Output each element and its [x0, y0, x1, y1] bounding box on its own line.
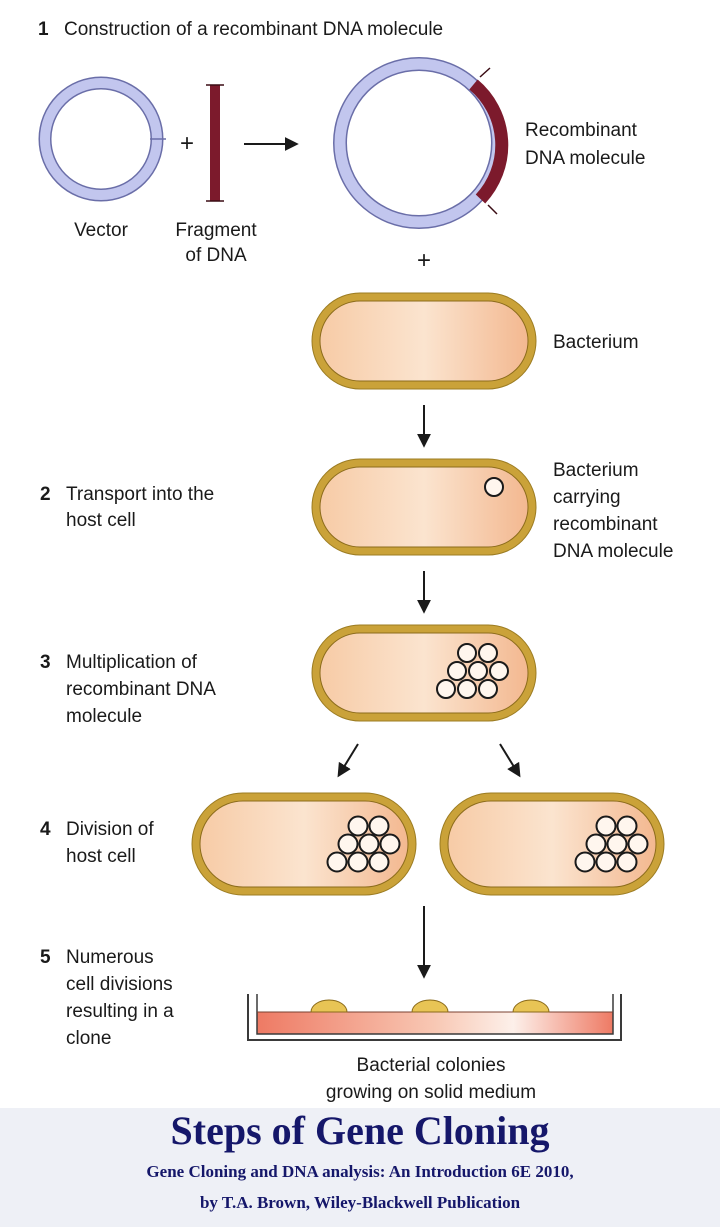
plus-sign-1: + — [180, 130, 194, 157]
recombinant-plasmid-copy — [447, 661, 467, 681]
colonies-label-2: growing on solid medium — [326, 1082, 536, 1103]
step-3-number: 3 — [40, 652, 51, 673]
daughter-cell-left — [191, 792, 417, 896]
vector-plasmid — [38, 76, 166, 202]
footer-reference-line-1: Gene Cloning and DNA analysis: An Introd… — [146, 1162, 573, 1181]
fragment-label-1: Fragment — [175, 220, 257, 241]
petri-dish — [247, 994, 622, 1041]
step-3-line-1: Multiplication of — [66, 652, 198, 673]
footer-reference-line-2: by T.A. Brown, Wiley-Blackwell Publicati… — [200, 1193, 521, 1212]
recombinant-dna-molecule — [333, 57, 509, 229]
footer-title: Steps of Gene Cloning — [171, 1108, 550, 1153]
arrow-split-left — [337, 743, 359, 778]
bacterium-multiplied-plasmids — [311, 624, 537, 722]
plus-sign-2: + — [417, 247, 431, 274]
recombinant-plasmid-copy — [379, 833, 401, 855]
recombinant-plasmid-copy — [457, 679, 477, 699]
step-3-line-2: recombinant DNA — [66, 679, 216, 700]
recombinant-plasmid-copy — [468, 661, 488, 681]
recombinant-plasmid-copy — [585, 833, 607, 855]
bacterium-cell — [311, 292, 537, 390]
step-1-title: Construction of a recombinant DNA molecu… — [64, 19, 443, 40]
step-5-line-4: clone — [66, 1028, 111, 1049]
recombinant-plasmid-copy — [478, 679, 498, 699]
step-5-line-1: Numerous — [66, 947, 154, 968]
recombinant-plasmid-copy — [595, 851, 617, 873]
carrying-label-2: carrying — [553, 487, 621, 508]
recombinant-plasmid-copy — [347, 815, 369, 837]
bacterium-with-plasmid — [311, 458, 537, 556]
step-5-line-2: cell divisions — [66, 974, 173, 995]
daughter-cell-right — [439, 792, 665, 896]
recombinant-plasmid-copy — [436, 679, 456, 699]
step-5-number: 5 — [40, 947, 51, 968]
recombinant-plasmid-copy — [616, 851, 638, 873]
step-2-line-2: host cell — [66, 510, 136, 531]
step-5-line-3: resulting in a — [66, 1001, 174, 1022]
recombinant-plasmid-copy — [337, 833, 359, 855]
carrying-label-3: recombinant — [553, 514, 658, 535]
step-2-number: 2 — [40, 484, 51, 505]
bacterium-label: Bacterium — [553, 332, 639, 353]
step-2-line-1: Transport into the — [66, 484, 214, 505]
recombinant-plasmid-copy — [574, 851, 596, 873]
carrying-label-1: Bacterium — [553, 460, 639, 481]
arrow-split-right — [499, 743, 521, 778]
recombinant-plasmid-copy — [489, 661, 509, 681]
recombinant-plasmid-copy — [627, 833, 649, 855]
footer-band — [0, 1108, 720, 1227]
recombinant-plasmid-copy — [358, 833, 380, 855]
step-4-line-2: host cell — [66, 846, 136, 867]
dna-fragment — [206, 84, 224, 202]
recombinant-plasmid-copy — [457, 643, 477, 663]
recombinant-plasmid-copy — [326, 851, 348, 873]
recombinant-plasmid-copy — [368, 851, 390, 873]
recombinant-plasmid-copy — [368, 815, 390, 837]
step-1-number: 1 — [38, 19, 49, 40]
bacterial-colony-2 — [411, 999, 449, 1013]
step-3-line-3: molecule — [66, 706, 142, 727]
recombinant-plasmid-copy — [616, 815, 638, 837]
recombinant-label-2: DNA molecule — [525, 148, 645, 169]
bacterial-colony-3 — [512, 999, 550, 1013]
carrying-label-4: DNA molecule — [553, 541, 673, 562]
recombinant-label-1: Recombinant — [525, 120, 638, 141]
recombinant-plasmid-copy — [606, 833, 628, 855]
vector-label: Vector — [74, 220, 129, 241]
step-4-line-1: Division of — [66, 819, 154, 840]
recombinant-plasmid-copy — [347, 851, 369, 873]
recombinant-plasmid-copy — [478, 643, 498, 663]
fragment-label-2: of DNA — [185, 245, 247, 266]
bacterial-colony-1 — [310, 999, 348, 1013]
step-4-number: 4 — [40, 819, 51, 840]
colonies-label-1: Bacterial colonies — [357, 1055, 506, 1076]
recombinant-plasmid-copy — [595, 815, 617, 837]
